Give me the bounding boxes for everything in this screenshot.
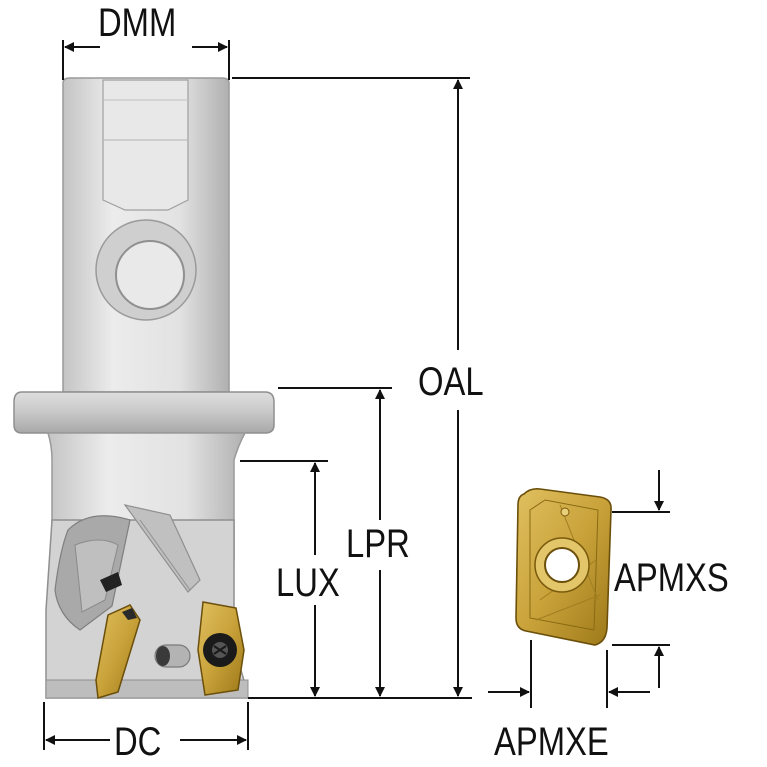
coolant-slot — [100, 572, 122, 592]
dc-label: DC — [114, 719, 161, 764]
clamp-hole — [115, 240, 185, 310]
flute-groove — [123, 504, 201, 593]
dmm-label: DMM — [98, 0, 176, 45]
insert-detail — [515, 488, 612, 646]
dimension-lines — [43, 40, 670, 750]
lux-label: LUX — [276, 560, 340, 605]
lpr-label: LPR — [346, 521, 410, 566]
insert-hole — [544, 547, 580, 583]
apmxe-label: APMXE — [494, 719, 609, 764]
oal-label: OAL — [418, 359, 484, 404]
apmxs-label: APMXS — [614, 555, 729, 600]
flange — [13, 391, 275, 434]
cutter-insert-right — [197, 601, 245, 696]
cutter-body — [13, 77, 275, 699]
cutter-insert-left — [95, 604, 141, 699]
weldon-flat — [102, 79, 189, 211]
